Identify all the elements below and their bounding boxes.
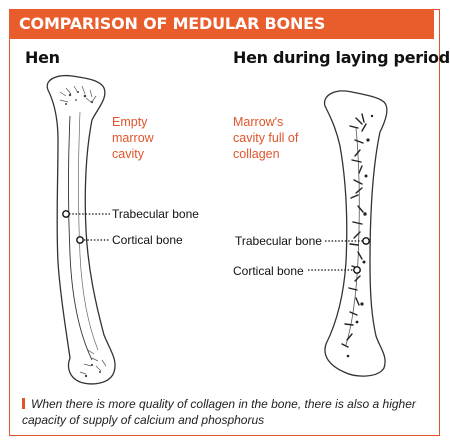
right-inner-line [345,127,360,346]
right-heading: Hen during laying period [233,48,450,67]
figure-caption: When there is more quality of collagen i… [22,396,432,428]
right-note-line-2: cavity full of [233,131,299,145]
left-note-line-1: Empty [112,115,148,129]
left-note-line-2: marrow [112,131,154,145]
left-bone-outline [46,74,116,385]
left-trabecular-label: Trabecular bone [112,207,199,221]
left-cortical-label: Cortical bone [112,233,183,247]
right-cortical-marker [353,266,361,274]
right-note-line-3: collagen [233,147,280,161]
left-cavity-note: Empty marrow cavity [112,114,154,162]
left-cortical-marker [76,236,84,244]
left-inner-line [78,111,99,351]
left-cortical-line [68,115,93,361]
left-bone [46,74,116,385]
right-bone [323,90,388,377]
left-leaders [62,210,110,244]
left-trabecular-marker [62,210,70,218]
right-cortical-label: Cortical bone [233,264,304,278]
right-leaders [308,237,370,274]
right-trabecular-label: Trabecular bone [235,234,322,248]
right-note-line-1: Marrow's [233,115,284,129]
right-trabecular-marker [362,237,370,245]
left-note-line-3: cavity [112,147,144,161]
left-heading: Hen [25,48,60,67]
caption-marker [22,398,25,409]
right-bone-outline [323,90,388,377]
right-cavity-note: Marrow's cavity full of collagen [233,114,298,162]
figure-title: COMPARISON OF MEDULAR BONES [9,9,434,39]
caption-text: When there is more quality of collagen i… [22,397,416,427]
